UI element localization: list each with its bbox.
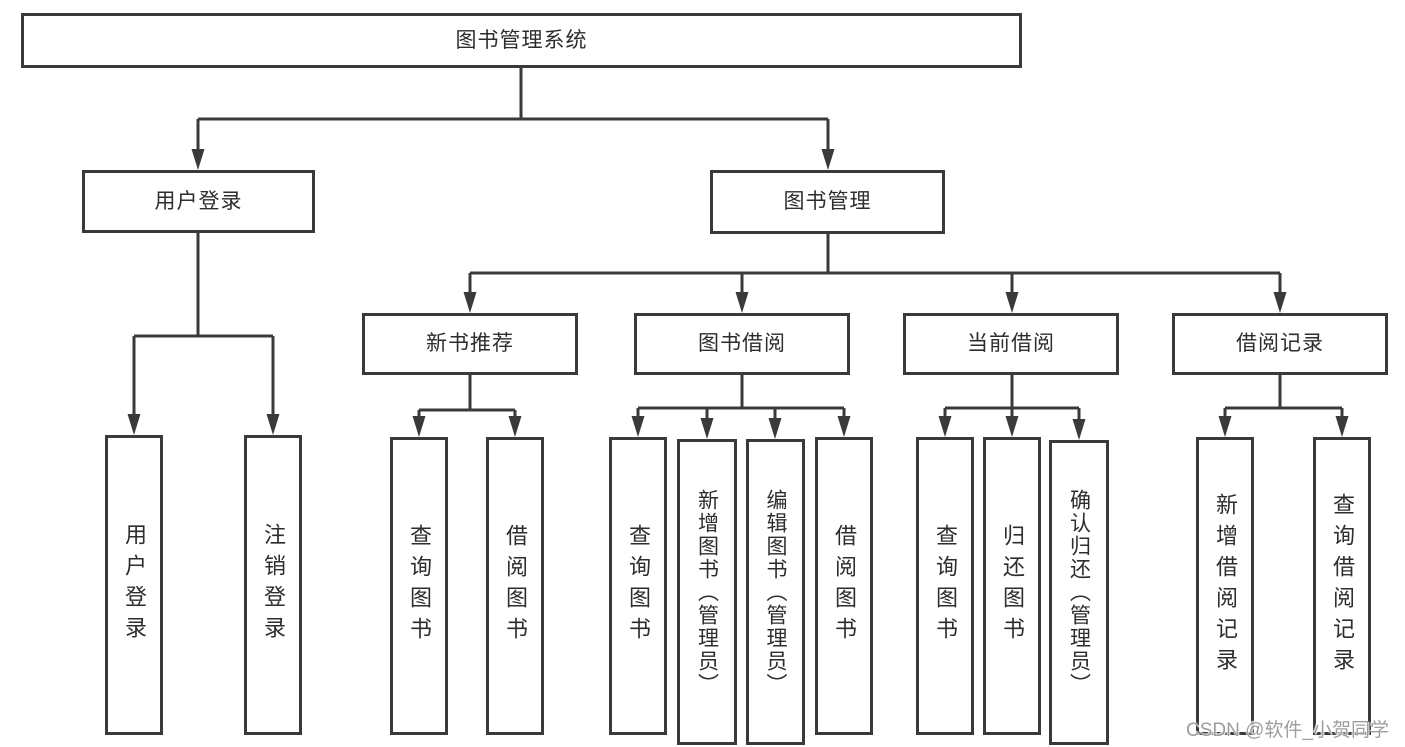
leaf-add-borrow-record: 新增借阅记录 <box>1196 437 1254 735</box>
node-current-borrowing: 当前借阅 <box>903 313 1119 375</box>
node-new-book-recommendation: 新书推荐 <box>362 313 578 375</box>
leaf-borrow-books-borrowing: 借阅图书 <box>815 437 873 735</box>
leaf-user-login: 用户登录 <box>105 435 163 735</box>
leaf-confirm-return-admin: 确认归还（管理员） <box>1049 440 1109 745</box>
leaf-logout: 注销登录 <box>244 435 302 735</box>
leaf-query-books-current: 查询图书 <box>916 437 974 735</box>
leaf-query-books-borrowing: 查询图书 <box>609 437 667 735</box>
node-book-borrowing: 图书借阅 <box>634 313 850 375</box>
node-library-management-system: 图书管理系统 <box>21 13 1022 68</box>
leaf-borrow-books-recommend: 借阅图书 <box>486 437 544 735</box>
csdn-watermark: CSDN @软件_小贺同学 <box>1186 720 1389 741</box>
leaf-query-books-recommend: 查询图书 <box>390 437 448 735</box>
node-user-login-branch: 用户登录 <box>82 170 315 233</box>
node-book-management-branch: 图书管理 <box>710 170 945 234</box>
tree-edges <box>127 68 1349 440</box>
node-borrowing-records: 借阅记录 <box>1172 313 1388 375</box>
leaf-query-borrow-record: 查询借阅记录 <box>1313 437 1371 735</box>
leaf-edit-book-admin: 编辑图书（管理员） <box>746 439 805 745</box>
leaf-add-book-admin: 新增图书（管理员） <box>677 439 737 745</box>
leaf-return-book: 归还图书 <box>983 437 1041 735</box>
